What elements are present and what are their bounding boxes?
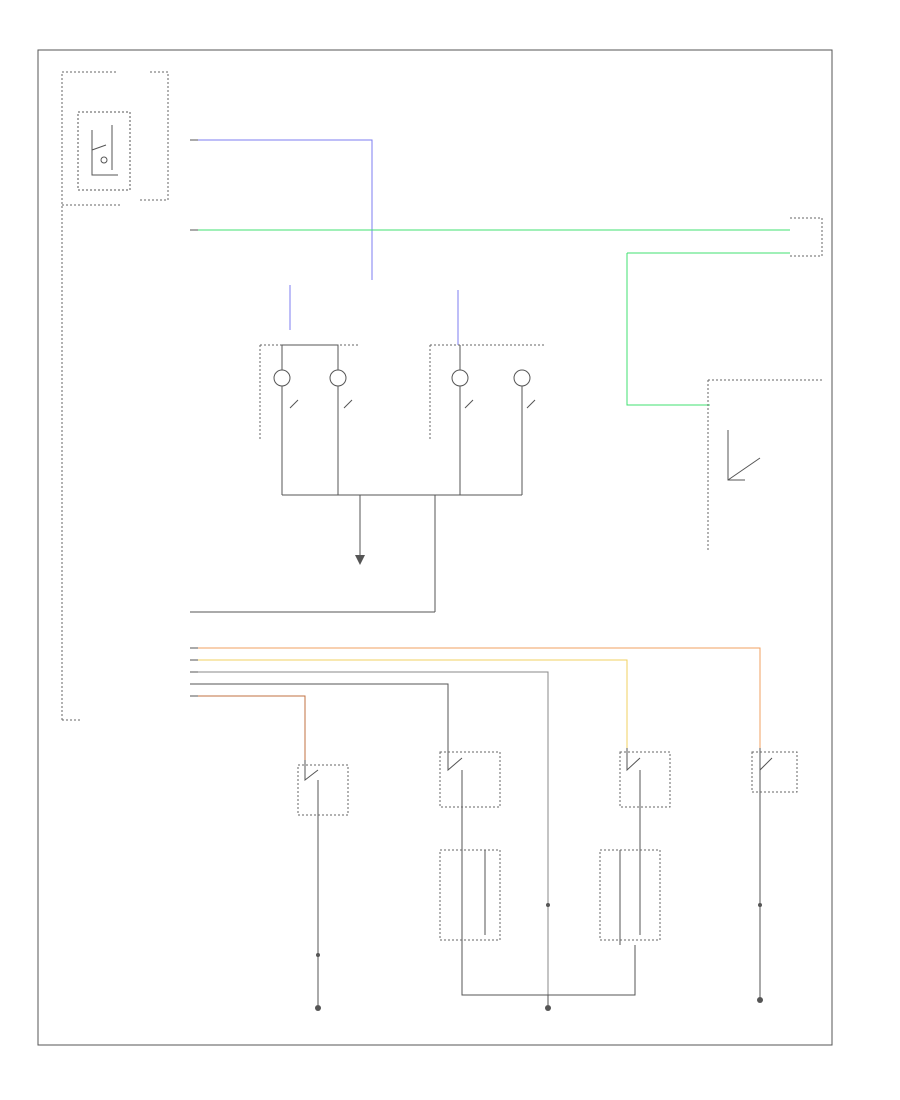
instrument-panel-outline xyxy=(707,379,822,550)
splice-center xyxy=(546,903,550,907)
door-switch-rear xyxy=(759,748,773,1000)
door-switch-rear-box xyxy=(751,751,798,793)
right-connector-outline xyxy=(790,217,823,257)
wire-gray xyxy=(198,671,549,1005)
right-lamp-module xyxy=(429,344,545,440)
door-switch-passenger-box xyxy=(619,751,671,808)
door-switch-left xyxy=(304,760,319,1005)
wire-orange xyxy=(198,647,761,748)
ground-splice-arrow xyxy=(355,555,365,565)
instrument-panel-switch xyxy=(727,430,761,481)
splice-right xyxy=(758,903,762,907)
left-lamp-module xyxy=(259,344,360,440)
wire-blue xyxy=(198,139,373,280)
wire-brown xyxy=(198,695,306,760)
lock-actuator-passenger xyxy=(619,850,641,945)
lamp-bulb-3 xyxy=(451,369,469,387)
diagram-border xyxy=(37,49,833,1046)
lock-actuator-driver xyxy=(461,850,486,945)
lamp-wires xyxy=(281,344,523,495)
ground-center xyxy=(545,1005,551,1011)
lamp-bulb-4 xyxy=(513,369,531,387)
door-switch-driver xyxy=(447,748,463,850)
lock-actuator-driver-box xyxy=(439,849,501,941)
ground-left xyxy=(315,1005,321,1011)
door-switch-driver-box xyxy=(439,751,501,808)
lock-actuator-passenger-box xyxy=(599,849,661,941)
ground-right xyxy=(757,997,763,1003)
bcm-outline xyxy=(61,71,169,720)
lamp-bulb-1 xyxy=(273,369,291,387)
lamp-switch-lines xyxy=(289,399,536,409)
courtesy-fuse-block xyxy=(77,111,131,191)
wire-green-2 xyxy=(626,253,710,406)
relay-switch xyxy=(91,125,118,176)
door-switch-passenger xyxy=(626,748,641,850)
wire-yellow xyxy=(198,659,628,748)
wire-black xyxy=(198,683,449,748)
relay-contact xyxy=(100,156,108,164)
door-switch-left-box xyxy=(297,764,349,816)
splice-left xyxy=(316,953,320,957)
ground-bus xyxy=(282,494,522,612)
lamp-bulb-2 xyxy=(329,369,347,387)
bcm-connector-pins xyxy=(190,139,198,697)
bottom-ground-bus xyxy=(461,945,636,1005)
